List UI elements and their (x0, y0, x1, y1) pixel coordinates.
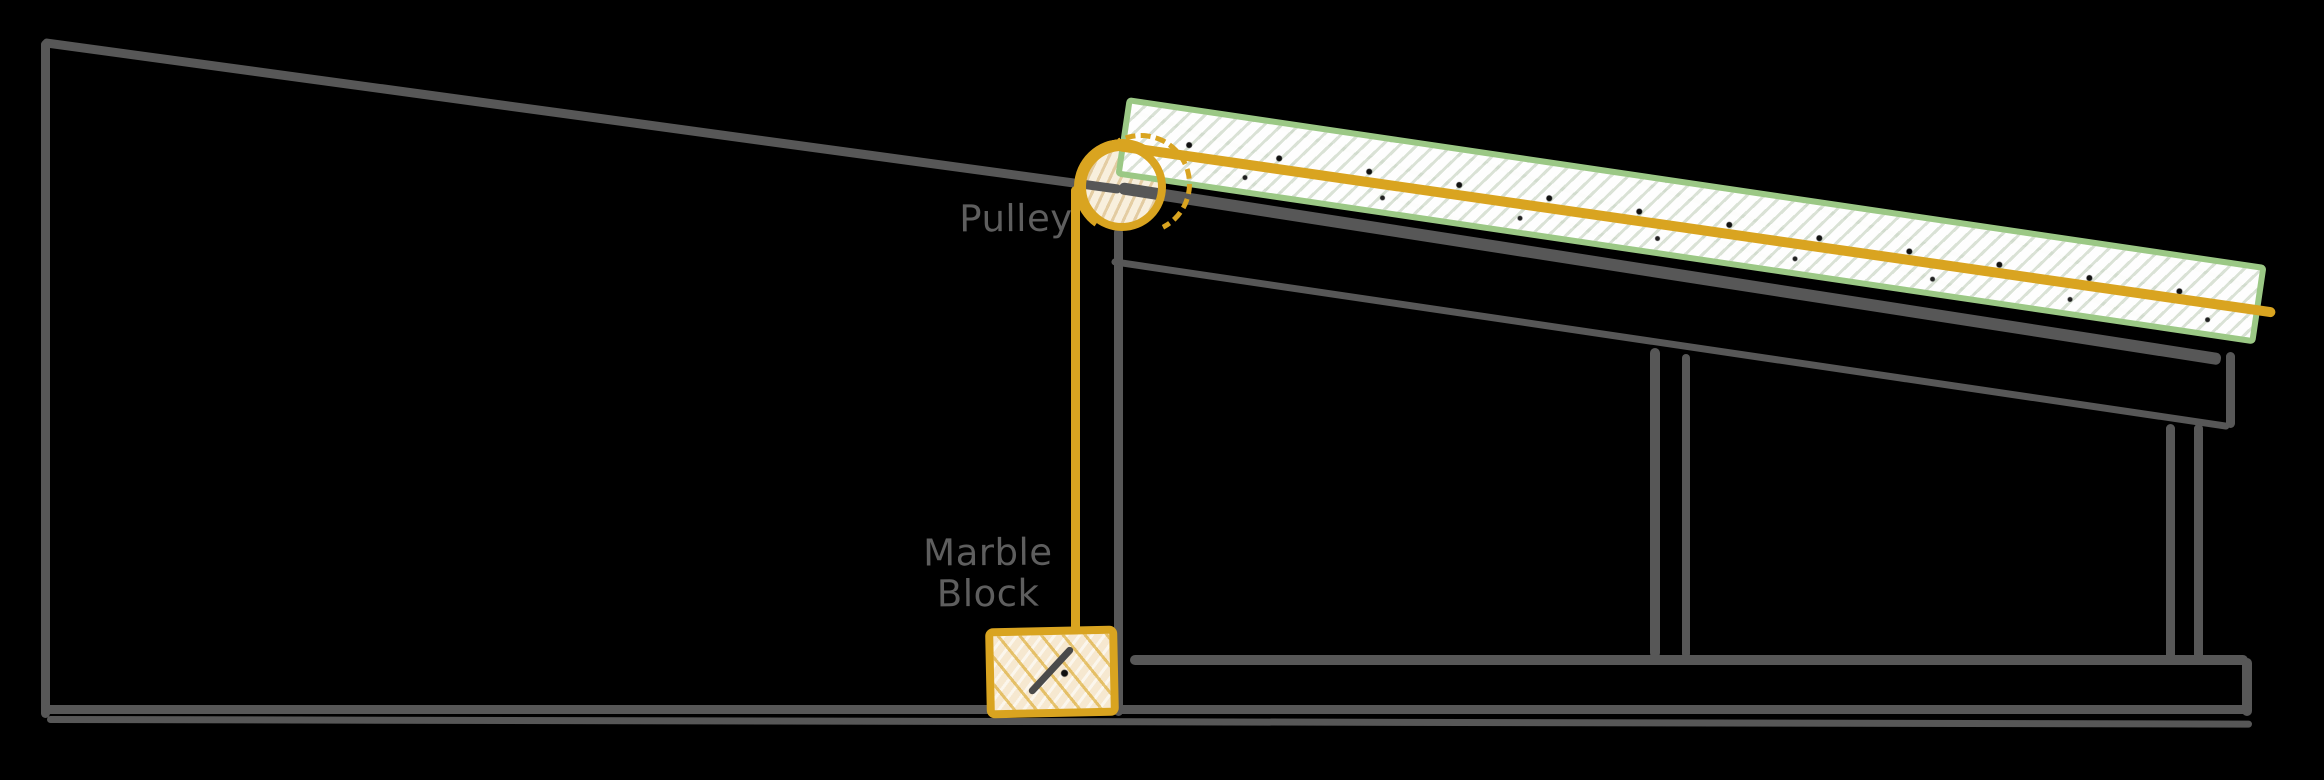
pulley-wheel (1078, 143, 1166, 231)
ground-line-second-stroke (46, 716, 2252, 728)
block-hatch-slash (1027, 645, 1075, 696)
platform-step-edge (2242, 658, 2252, 716)
roof-edge-connector (2226, 352, 2235, 428)
pulley-label: Pulley (936, 196, 1096, 241)
counterweight-label: Marble Block (898, 530, 1079, 616)
rope-vertical (1071, 186, 1080, 634)
right-post-front (2166, 424, 2175, 660)
ground-line (43, 705, 2252, 714)
left-wall-line (41, 40, 50, 718)
right-post-back (2194, 424, 2203, 662)
left-post-front (1650, 348, 1660, 658)
center-post (1114, 228, 1123, 716)
insulated-panel (1115, 97, 2267, 345)
left-post-back (1682, 354, 1690, 658)
pulley-label-text: Pulley (959, 196, 1073, 241)
roof-slope-line (41, 38, 1123, 194)
counterweight-label-line1: Marble (923, 530, 1053, 575)
counterweight-block (985, 625, 1119, 719)
counterweight-label-line2: Block (936, 571, 1040, 616)
platform-floor-line (1130, 655, 2248, 665)
